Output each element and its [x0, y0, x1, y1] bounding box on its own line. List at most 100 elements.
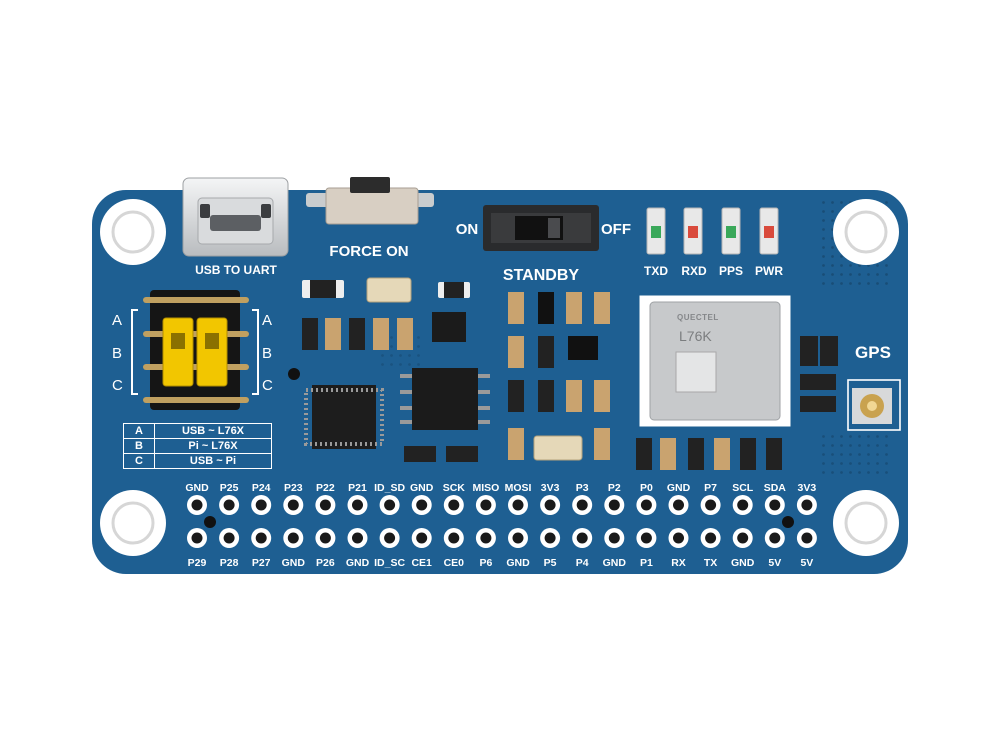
led-label: TXD — [644, 264, 668, 278]
jumper-letter: A — [112, 312, 123, 329]
header-hole — [801, 499, 813, 511]
header-hole — [608, 532, 620, 544]
header-hole — [480, 499, 492, 511]
header-hole — [480, 532, 492, 544]
on-label: ON — [455, 221, 479, 238]
regulator-chip — [400, 368, 490, 430]
pin-label-bottom: GND — [345, 557, 370, 569]
pin-label-bottom: P27 — [251, 557, 271, 569]
header-hole — [640, 532, 652, 544]
pin-label-bottom: 5V — [800, 557, 814, 569]
fiducial-mark — [782, 516, 794, 528]
header-hole — [512, 532, 524, 544]
header-hole — [384, 532, 396, 544]
pin-label-bottom: ID_SC — [374, 557, 406, 569]
pin-label-bottom: CE0 — [443, 557, 465, 569]
jumper-header — [131, 290, 259, 410]
header-hole — [416, 499, 428, 511]
pin-label-top: MOSI — [504, 482, 532, 494]
pin-label-top: P23 — [283, 482, 303, 494]
pin-label-bottom: 5V — [768, 557, 782, 569]
table-key: B — [123, 438, 155, 454]
usb-uart-chip — [304, 385, 384, 449]
header-hole — [255, 499, 267, 511]
pin-label-top: P21 — [348, 482, 367, 494]
header-hole — [705, 532, 717, 544]
led-label: PWR — [755, 264, 783, 278]
header-hole — [737, 499, 749, 511]
micro-usb-connector — [182, 177, 289, 257]
pin-label-bottom: P28 — [219, 557, 239, 569]
pin-label-bottom: CE1 — [411, 557, 432, 569]
mounting-hole-bottom-right — [833, 490, 899, 556]
pin-label-bottom: P26 — [316, 557, 335, 569]
header-hole — [544, 532, 556, 544]
table-key: C — [123, 453, 155, 469]
header-hole — [223, 532, 235, 544]
header-hole — [576, 532, 588, 544]
header-hole — [319, 532, 331, 544]
pin-label-bottom: GND — [281, 557, 305, 569]
header-hole — [287, 532, 299, 544]
pin-label-bottom: P29 — [187, 557, 207, 569]
header-hole — [673, 499, 684, 511]
pin-label-top: 3V3 — [797, 482, 817, 494]
pin-label-top: P24 — [251, 482, 271, 494]
passive-components — [288, 277, 838, 470]
sot-transistor — [432, 312, 466, 342]
gps-module — [639, 295, 791, 427]
pin-label-top: P25 — [219, 482, 239, 494]
table-value: USB ~ L76X — [154, 423, 272, 439]
header-hole — [191, 532, 203, 544]
jumper-cap-right — [196, 317, 228, 387]
pin-label-top: GND — [185, 482, 209, 494]
pin-label-top: SDA — [763, 482, 786, 494]
module-brand: QUECTEL — [677, 313, 719, 322]
jumper-letter: B — [112, 345, 123, 362]
jumper-cap-left — [162, 317, 194, 387]
pin-label-top: GND — [410, 482, 434, 494]
header-hole — [448, 532, 460, 544]
header-hole — [801, 532, 813, 544]
pin-label-top: MISO — [472, 482, 500, 494]
jumper-letter: A — [262, 312, 273, 329]
jumper-letter: B — [262, 345, 273, 362]
fiducial-mark — [204, 516, 216, 528]
header-hole — [608, 499, 620, 511]
pin-label-top: P3 — [575, 482, 589, 494]
standby-slide-switch — [483, 205, 599, 251]
pin-label-bottom: GND — [602, 557, 626, 569]
gpio-header-pins — [187, 495, 817, 548]
pin-label-top: GND — [666, 482, 691, 494]
header-hole — [223, 499, 235, 511]
header-hole — [640, 499, 652, 511]
header-hole — [352, 532, 363, 544]
header-hole — [737, 532, 749, 544]
pin-label-bottom: P6 — [479, 557, 493, 569]
header-hole — [769, 499, 781, 511]
pin-label-bottom: TX — [703, 557, 718, 569]
table-value: Pi ~ L76X — [154, 438, 272, 454]
header-hole — [416, 532, 428, 544]
pin-label-top: ID_SD — [374, 482, 406, 494]
header-hole — [352, 499, 363, 511]
pin-label-bottom: P5 — [543, 557, 557, 569]
mounting-hole-top-left — [100, 199, 166, 265]
header-hole — [673, 532, 684, 544]
pin-label-bottom: P1 — [639, 557, 653, 569]
header-hole — [255, 532, 267, 544]
header-hole — [319, 499, 331, 511]
pin-label-bottom: P4 — [575, 557, 589, 569]
force-on-switch — [306, 177, 434, 225]
table-key: A — [123, 423, 155, 439]
header-hole — [448, 499, 460, 511]
led-label: PPS — [718, 264, 744, 278]
pin-label-top: SCL — [732, 482, 754, 494]
pin-label-bottom: GND — [506, 557, 530, 569]
pin-label-top: P22 — [316, 482, 335, 494]
force-on-label: FORCE ON — [329, 243, 409, 260]
pcb-board — [92, 190, 908, 574]
